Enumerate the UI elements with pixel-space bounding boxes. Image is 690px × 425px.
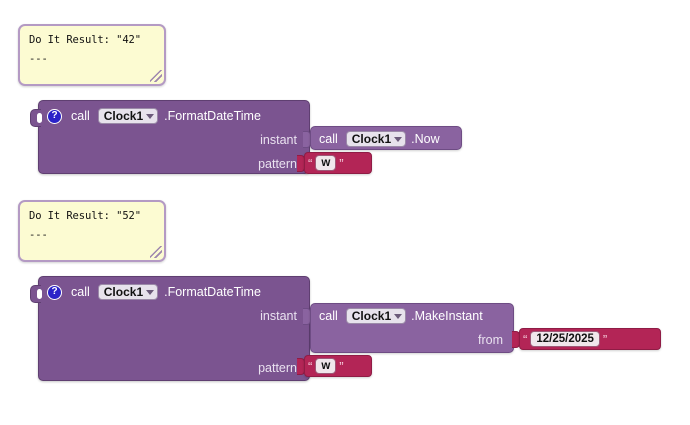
inner-call-label: call [319, 132, 338, 146]
open-quote-glyph: “ [308, 155, 313, 171]
call-label: call [71, 109, 90, 123]
block-format-date-time[interactable]: ? call Clock1 .FormatDateTime instant pa… [30, 276, 310, 381]
param-label-from: from [478, 333, 503, 347]
param-row-instant: instant [260, 128, 297, 152]
param-row-pattern: pattern [258, 356, 297, 380]
help-icon[interactable]: ? [47, 108, 62, 124]
text-string-field[interactable]: w [315, 155, 337, 171]
param-row-instant: instant [260, 304, 297, 328]
param-label-pattern: pattern [258, 157, 297, 171]
do-it-result-dashes: --- [29, 53, 48, 66]
open-quote-glyph: “ [523, 331, 528, 347]
block-header-row: ? call Clock1 .FormatDateTime [47, 104, 261, 128]
balloon-resize-grip[interactable] [150, 246, 162, 258]
balloon-resize-grip[interactable] [150, 70, 162, 82]
block-header-row: ? call Clock1 .FormatDateTime [47, 280, 261, 304]
open-quote-glyph: “ [308, 358, 313, 374]
do-it-result-dashes: --- [29, 229, 48, 242]
param-label-instant: instant [260, 133, 297, 147]
block-text-string-from[interactable]: “ 12/25/2025 ” [519, 328, 661, 350]
text-string-value: w [321, 157, 331, 169]
inner-component-dropdown[interactable]: Clock1 [345, 131, 407, 147]
close-quote-glyph: ” [339, 358, 344, 374]
method-name-label: .FormatDateTime [164, 285, 261, 299]
inner-method-name-label: .MakeInstant [411, 309, 483, 323]
block-format-date-time[interactable]: ? call Clock1 .FormatDateTime instant pa… [30, 100, 310, 176]
do-it-result-balloon[interactable]: Do It Result: "42" --- [18, 24, 166, 86]
chevron-down-icon [146, 113, 155, 119]
block-left-plug-icon [30, 109, 42, 127]
component-dropdown[interactable]: Clock1 [97, 108, 159, 124]
inner-component-dropdown-label: Clock1 [351, 309, 392, 323]
text-string-value: w [321, 360, 331, 372]
help-icon[interactable]: ? [47, 284, 62, 300]
component-dropdown-label: Clock1 [103, 285, 144, 299]
inner-component-dropdown[interactable]: Clock1 [345, 308, 407, 324]
block-left-plug-icon [30, 285, 42, 303]
chevron-down-icon [394, 313, 403, 319]
call-label: call [71, 285, 90, 299]
param-row-from: from [478, 328, 503, 352]
text-string-field[interactable]: 12/25/2025 [530, 331, 600, 347]
inner-component-dropdown-label: Clock1 [351, 132, 392, 146]
close-quote-glyph: ” [339, 155, 344, 171]
do-it-result-text: Do It Result: "52" [29, 210, 141, 222]
close-quote-glyph: ” [602, 331, 608, 347]
block-text-string-pattern[interactable]: “ w ” [304, 152, 372, 174]
chevron-down-icon [146, 289, 155, 295]
method-name-label: .FormatDateTime [164, 109, 261, 123]
inner-header-row: call Clock1 .Now [319, 127, 440, 151]
param-label-pattern: pattern [258, 361, 297, 375]
component-dropdown[interactable]: Clock1 [97, 284, 159, 300]
inner-method-name-label: .Now [411, 132, 440, 146]
do-it-result-text: Do It Result: "42" [29, 34, 141, 46]
do-it-result-balloon[interactable]: Do It Result: "52" --- [18, 200, 166, 262]
inner-call-label: call [319, 309, 338, 323]
param-row-pattern: pattern [258, 152, 297, 176]
block-clock-make-instant[interactable]: call Clock1 .MakeInstant from [310, 303, 514, 353]
inner-header-row: call Clock1 .MakeInstant [319, 304, 483, 328]
block-clock-now[interactable]: call Clock1 .Now [310, 126, 462, 150]
component-dropdown-label: Clock1 [103, 109, 144, 123]
text-string-field[interactable]: w [315, 358, 337, 374]
chevron-down-icon [394, 136, 403, 142]
param-label-instant: instant [260, 309, 297, 323]
block-text-string-pattern[interactable]: “ w ” [304, 355, 372, 377]
text-string-value: 12/25/2025 [536, 333, 594, 345]
